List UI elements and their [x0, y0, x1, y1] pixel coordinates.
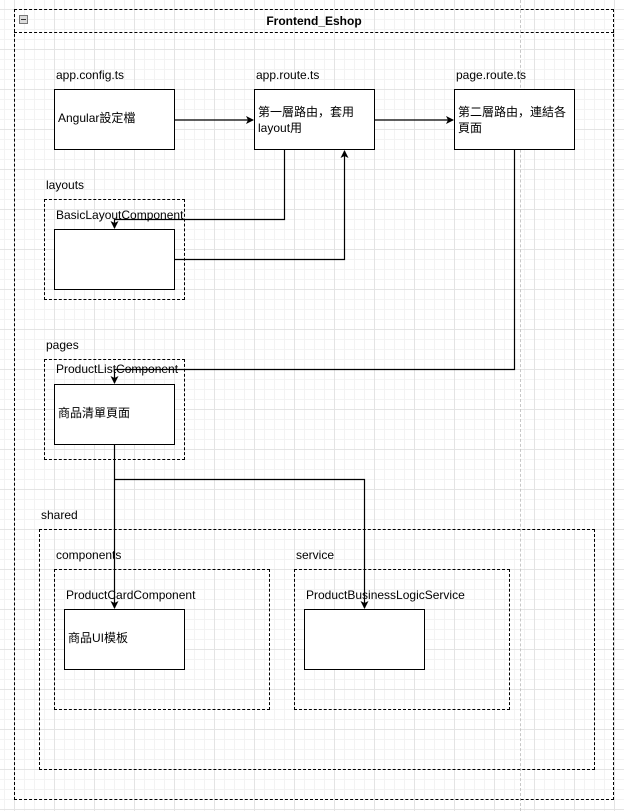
app-route-box[interactable]: 第一層路由，套用 layout用 — [254, 89, 375, 150]
pool-header: Frontend_Eshop — [14, 9, 614, 33]
product-list-box[interactable]: 商品清單頁面 — [54, 384, 175, 445]
app-route-label: app.route.ts — [256, 68, 320, 82]
pages-label: pages — [46, 338, 79, 352]
page-guide-line — [520, 0, 521, 811]
product-list-text: 商品清單頁面 — [58, 406, 131, 420]
minus-square-icon[interactable] — [19, 15, 28, 24]
app-route-text: 第一層路由，套用 layout用 — [256, 104, 356, 136]
app-config-box[interactable]: Angular設定檔 — [54, 89, 175, 150]
layouts-label: layouts — [46, 178, 85, 192]
basic-layout-box[interactable] — [54, 229, 175, 290]
product-card-component-label: ProductCardComponent — [66, 588, 196, 602]
app-route-text-line2: layout用 — [258, 121, 303, 135]
page-route-label: page.route.ts — [456, 68, 527, 82]
page-route-text: 第二層路由，連結各 頁面 — [456, 104, 568, 136]
product-list-component-label: ProductListComponent — [56, 362, 179, 376]
components-label: components — [56, 548, 122, 562]
basic-layout-component-label: BasicLayoutComponent — [56, 208, 184, 222]
app-config-label: app.config.ts — [56, 68, 125, 82]
product-business-logic-service-box[interactable] — [304, 609, 425, 670]
service-label: service — [296, 548, 335, 562]
app-config-text: Angular設定檔 — [58, 111, 136, 125]
service-container[interactable] — [294, 569, 510, 710]
product-card-text: 商品UI模板 — [68, 631, 129, 645]
product-business-logic-service-label: ProductBusinessLogicService — [306, 588, 465, 602]
app-route-text-line1: 第一層路由，套用 — [258, 105, 355, 119]
page-route-text-line2: 頁面 — [458, 121, 483, 135]
page-route-box[interactable]: 第二層路由，連結各 頁面 — [454, 89, 575, 150]
product-card-box[interactable]: 商品UI模板 — [64, 609, 185, 670]
pool-frontend-eshop[interactable] — [14, 9, 614, 800]
pool-title: Frontend_Eshop — [266, 14, 362, 28]
page-route-text-line1: 第二層路由，連結各 — [458, 105, 567, 119]
shared-label: shared — [41, 508, 78, 522]
